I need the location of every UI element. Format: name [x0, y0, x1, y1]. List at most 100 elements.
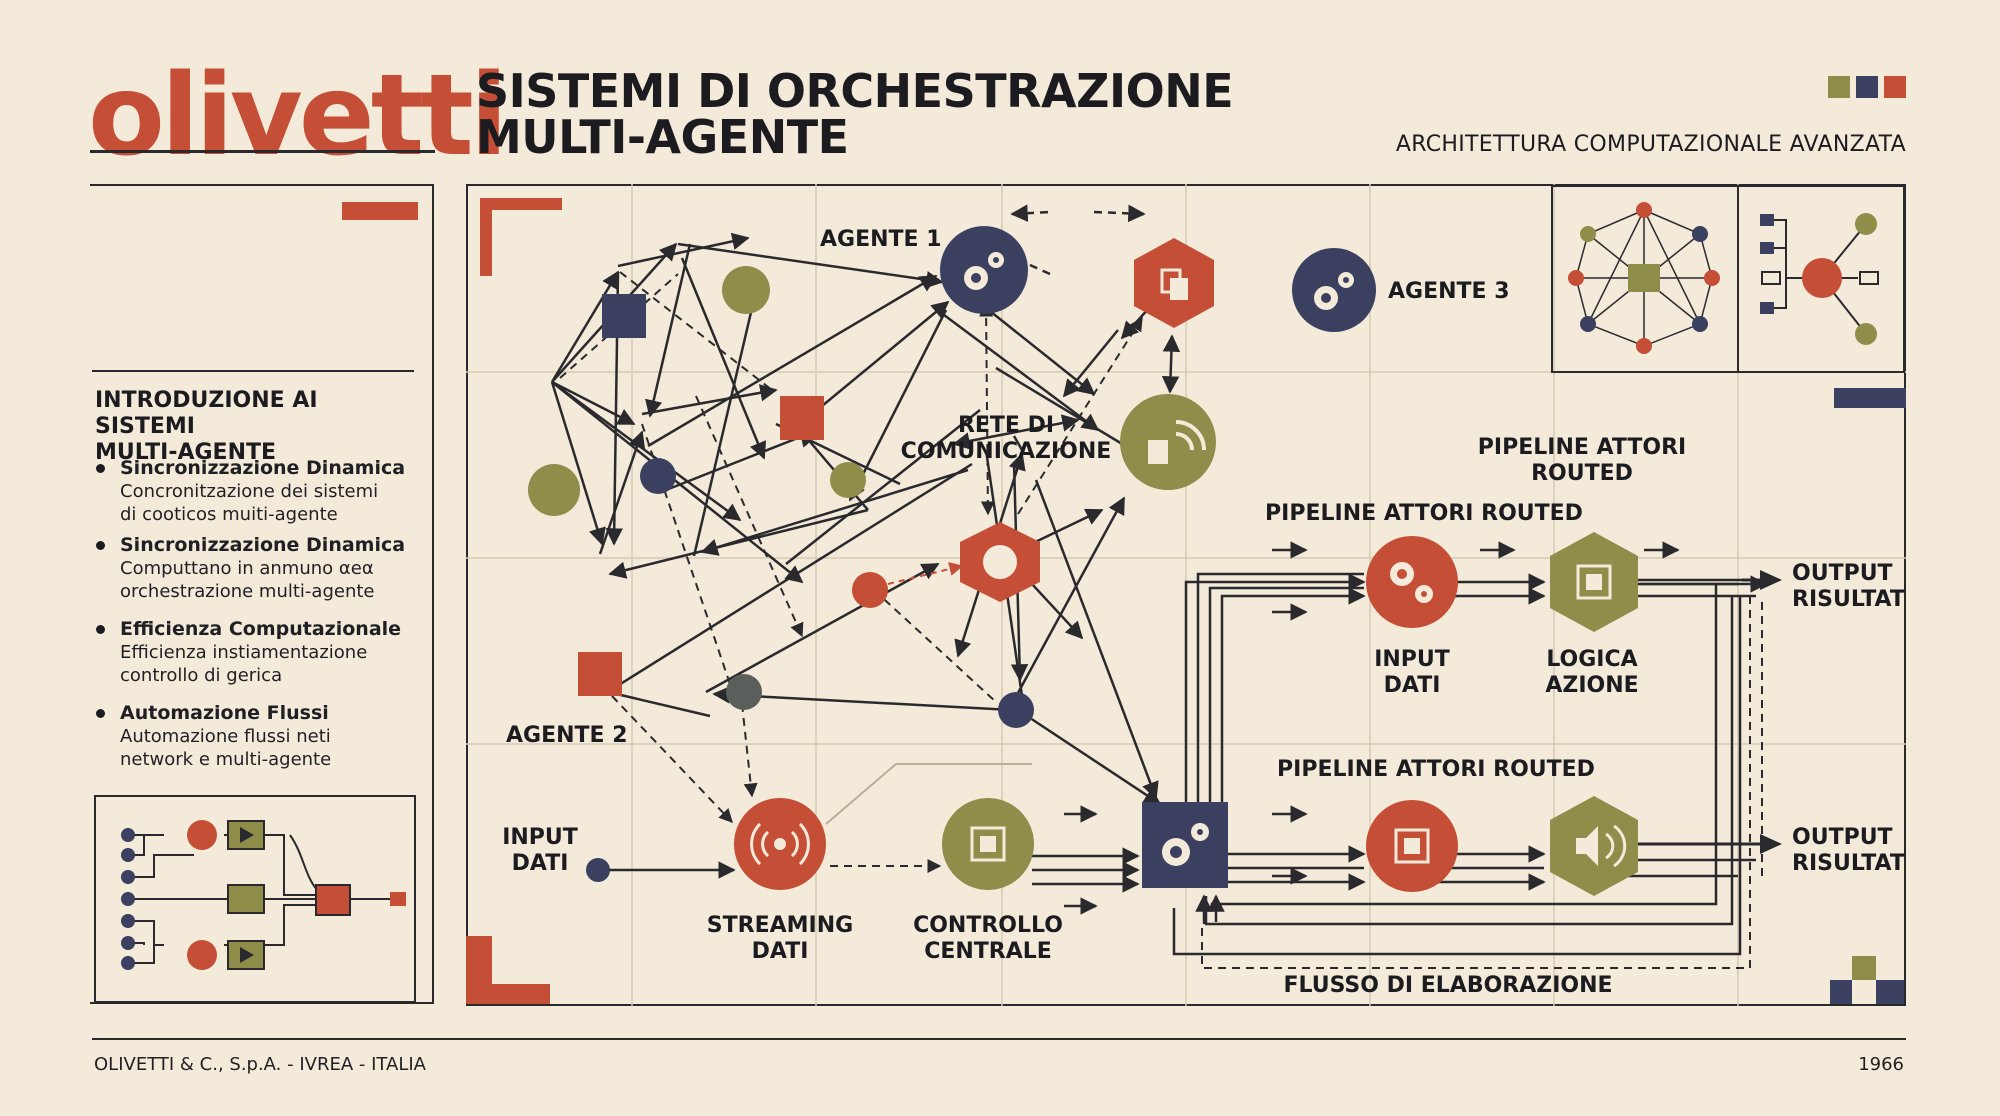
central-hub-node — [960, 522, 1040, 602]
intro-title-line-1: INTRODUZIONE AI SISTEMI — [95, 388, 318, 439]
play-icon — [240, 947, 254, 963]
circuit-gate — [227, 820, 265, 850]
pipeline-logic-node — [1550, 532, 1638, 632]
network-node — [852, 572, 888, 608]
olivetti-logo: olivetti — [88, 51, 508, 181]
input-label-2: DATI — [512, 851, 569, 876]
flow-label: FLUSSO DI ELABORAZIONE — [1283, 973, 1612, 998]
title-line-2: MULTI-AGENTE — [476, 110, 849, 164]
control-label-2: CENTRALE — [924, 939, 1052, 964]
streaming-label-1: STREAMING — [707, 913, 853, 938]
circuit-node — [187, 940, 217, 970]
streaming-label-2: DATI — [752, 939, 809, 964]
corner-pixels — [1830, 956, 1904, 1004]
circuit-input-dots — [121, 828, 135, 970]
network-node-square — [602, 294, 646, 338]
corner-bracket — [480, 198, 562, 276]
agent-3-label: AGENTE 3 — [1388, 279, 1510, 304]
pipeline-low-label: PIPELINE ATTORI ROUTED — [1277, 757, 1595, 782]
network-node — [722, 266, 770, 314]
circuit-node — [187, 820, 217, 850]
feedback-dashed-loop — [1201, 596, 1751, 969]
circuit-mini-diagram — [94, 795, 416, 1003]
network-node — [640, 458, 676, 494]
bullet-dot — [96, 464, 105, 473]
agent-2-label: AGENTE 2 — [506, 723, 628, 748]
corner-bracket — [466, 936, 550, 1004]
play-icon — [240, 827, 254, 843]
color-swatch-red — [1884, 76, 1906, 98]
agent-links — [598, 430, 1162, 806]
logic-label-1: LOGICA — [1546, 647, 1637, 672]
pale-accent-line — [825, 763, 1032, 825]
title-line-1: SISTEMI DI ORCHESTRAZIONE — [476, 64, 1234, 118]
pipeline-low-chip-node — [1366, 800, 1458, 892]
circuit-gate — [227, 884, 265, 914]
orchestration-diagram: AGENTE 1 AGENTE 3 AGENTE 2 RETE DI COMUN… — [466, 184, 1906, 1006]
pipe-input-label-1: INPUT — [1374, 647, 1450, 672]
footer-company: OLIVETTI & C., S.p.A. - IVREA - ITALIA — [94, 1054, 426, 1075]
page-subtitle: ARCHITETTURA COMPUTAZIONALE AVANZATA — [1395, 132, 1906, 157]
network-inset — [1551, 185, 1739, 373]
output-1-label-1: OUTPUT — [1792, 561, 1893, 586]
pipeline-top-label-1: PIPELINE ATTORI — [1478, 435, 1686, 460]
intro-title: INTRODUZIONE AI SISTEMI MULTI-AGENTE — [95, 388, 425, 466]
bullet-desc: network e multi-agente — [120, 749, 332, 771]
bullet-item: Automazione Flussi Automazione flussi ne… — [96, 701, 426, 771]
agent-1-label: AGENTE 1 — [820, 227, 942, 252]
network-label-2: COMUNICAZIONE — [901, 439, 1112, 464]
dashed-links — [559, 271, 1181, 873]
pipeline-top-label-2: ROUTED — [1531, 461, 1633, 486]
footer-year: 1966 — [1858, 1054, 1904, 1075]
bullet-dot — [96, 625, 105, 634]
bullet-desc: Concronitzazione dei sistemi — [120, 481, 379, 503]
circuit-output — [390, 892, 406, 906]
output-1-label-2: RISULTATI — [1792, 587, 1906, 612]
bullet-desc: Efficienza instiamentazione — [120, 642, 368, 664]
pipeline-wires — [1172, 572, 1768, 956]
pipeline-input-node — [1366, 536, 1458, 628]
bullet-dot — [96, 541, 105, 550]
hub-inset — [1737, 185, 1905, 373]
input-data-dot — [586, 858, 610, 882]
output-2-label-2: RISULTATI — [1792, 851, 1906, 876]
bullet-item: Efficienza Computazionale Efficienza ins… — [96, 617, 426, 687]
control-label-1: CONTROLLO — [913, 913, 1063, 938]
circuit-wires — [128, 834, 390, 964]
network-node-square — [780, 396, 824, 440]
accent-bar-navy — [1834, 388, 1906, 408]
sidebar-panel — [90, 184, 434, 1004]
pipeline-low-speaker-node — [1550, 796, 1638, 896]
circuit-frame — [94, 795, 416, 1003]
bullet-dot — [96, 709, 105, 718]
control-node — [942, 798, 1034, 890]
bullet-desc: di cooticos muiti-agente — [120, 504, 338, 526]
bullet-desc: controllo di gerica — [120, 665, 283, 687]
output-2-label-1: OUTPUT — [1792, 825, 1893, 850]
bullet-desc: orchestrazione multi-agente — [120, 581, 375, 603]
network-node — [726, 674, 762, 710]
network-node-square — [578, 652, 622, 696]
red-dashed-link — [887, 562, 964, 585]
sidebar-divider — [92, 370, 414, 372]
logo-underline — [90, 150, 435, 153]
control-to-router-links — [1032, 847, 1140, 893]
network-node — [830, 462, 866, 498]
bullet-item: Sincronizzazione Dinamica Computtano in … — [96, 533, 426, 603]
color-swatch-olive — [1828, 76, 1850, 98]
document-hex-node — [1134, 238, 1214, 328]
network-node — [528, 464, 580, 516]
input-label-1: INPUT — [502, 825, 578, 850]
bullet-title: Automazione Flussi — [120, 702, 329, 724]
router-node — [1142, 802, 1228, 888]
bullet-item: Sincronizzazione Dinamica Concronitzazio… — [96, 456, 426, 526]
network-node — [998, 692, 1034, 728]
circuit-combiner — [315, 884, 351, 916]
pipeline-mid-label: PIPELINE ATTORI ROUTED — [1265, 501, 1583, 526]
page-title: SISTEMI DI ORCHESTRAZIONE MULTI-AGENTE — [476, 64, 1234, 164]
broadcast-node — [1120, 394, 1216, 490]
color-swatch-navy — [1856, 76, 1878, 98]
footer-divider — [92, 1038, 1906, 1040]
bullet-desc: Automazione flussi neti — [120, 726, 331, 748]
sidebar-accent-bar — [342, 202, 418, 220]
